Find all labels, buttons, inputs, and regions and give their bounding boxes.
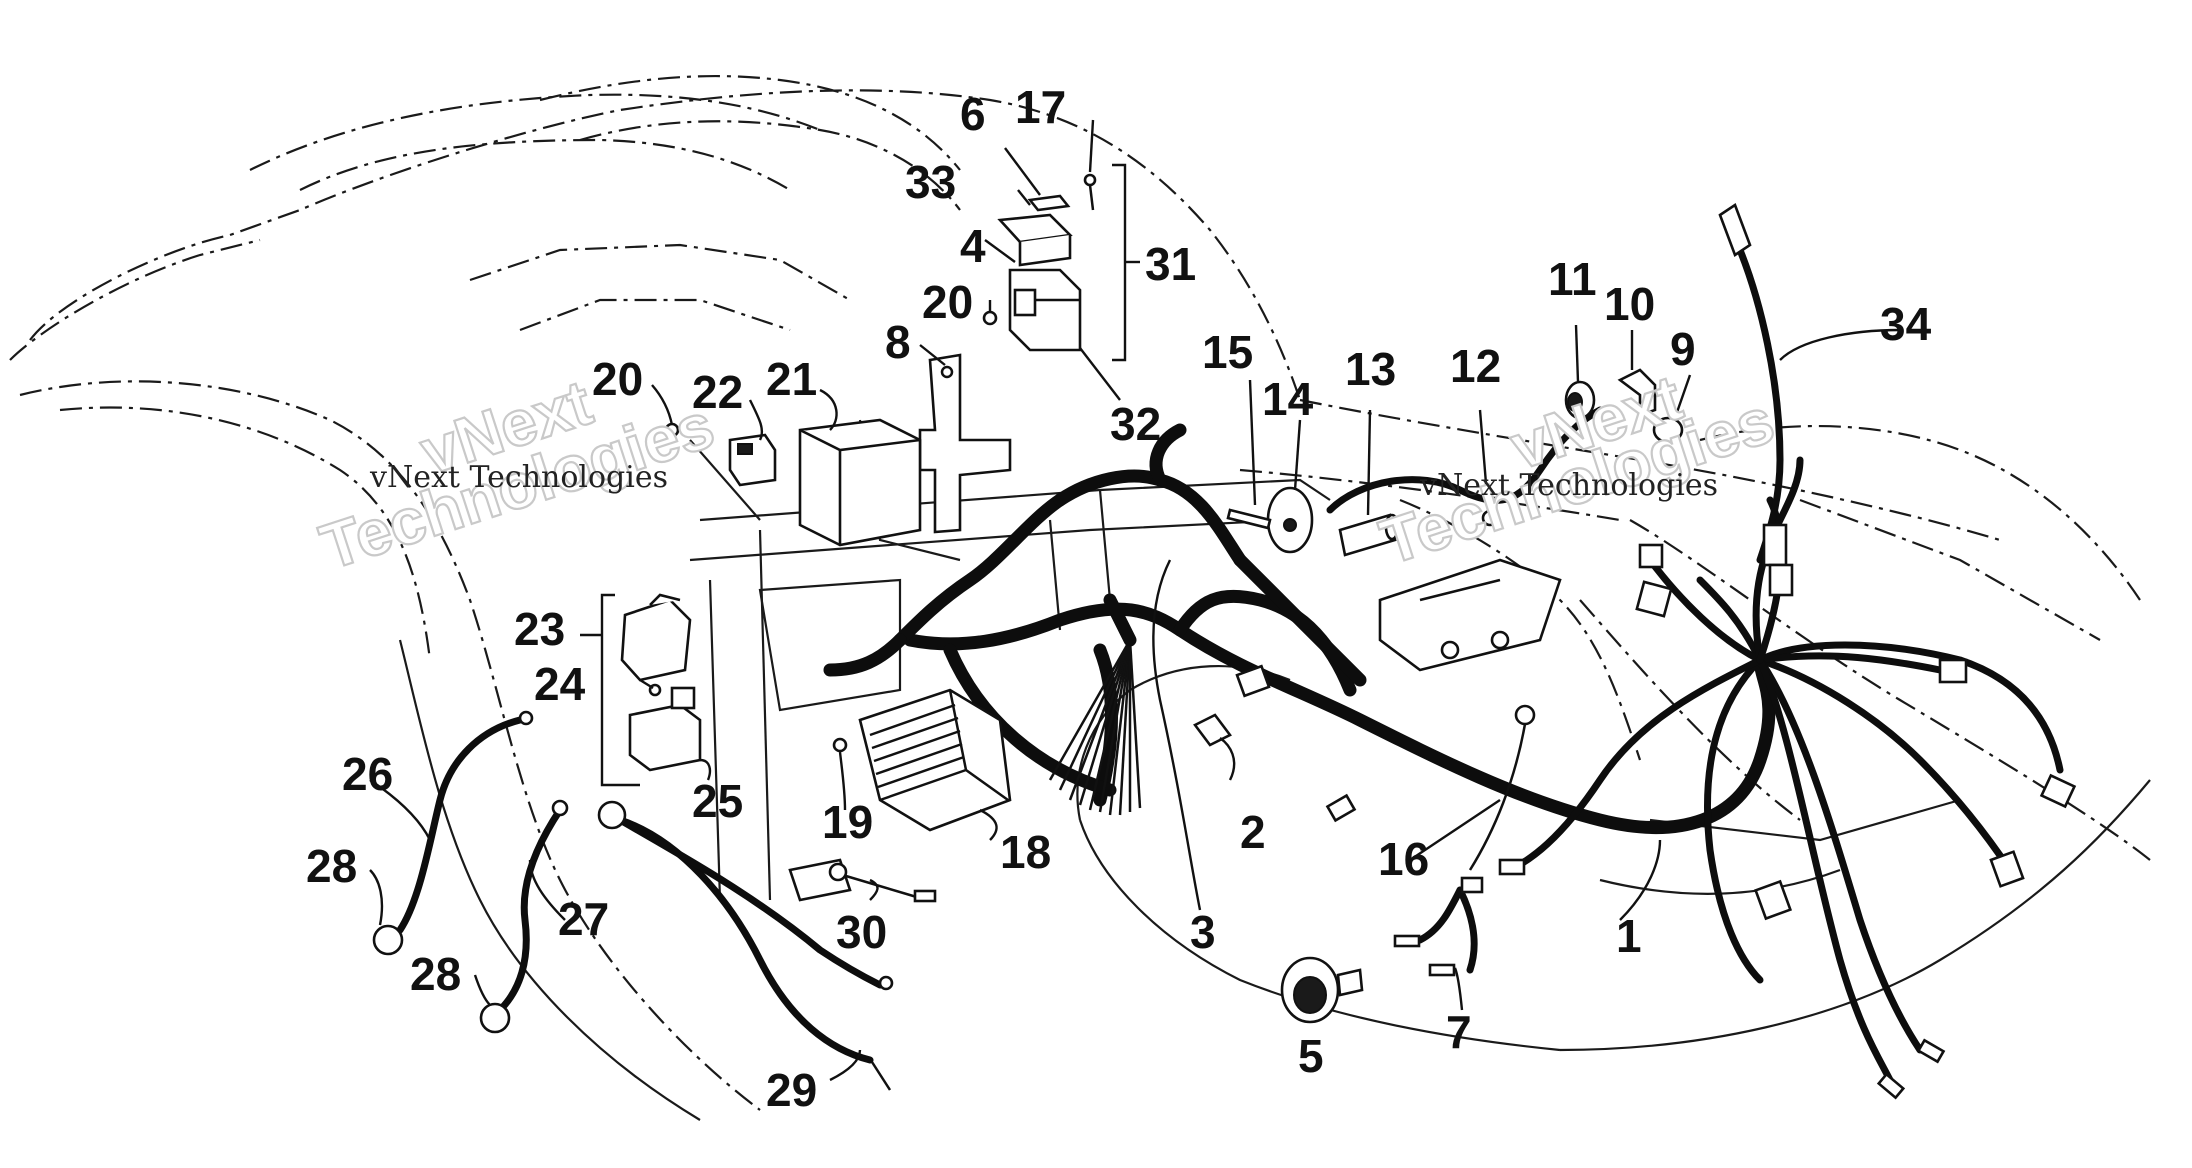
callout-28-upper: 28 [306,840,357,892]
callout-28-lower: 28 [410,948,461,1000]
callout-16: 16 [1378,833,1429,885]
callout-5: 5 [1298,1030,1324,1082]
grommet-11 [1564,380,1596,420]
callout-24: 24 [534,658,586,710]
callout-29: 29 [766,1064,817,1116]
voltage-regulator [858,688,1012,832]
callout-13: 13 [1345,343,1396,395]
ring-terminal-16 [1468,704,1536,871]
callout-12: 12 [1450,340,1501,392]
mounting-bracket [918,353,1012,534]
callout-3: 3 [1190,906,1216,958]
callout-26: 26 [342,748,393,800]
bracket-31-brace [1112,163,1140,362]
callout-34: 34 [1880,298,1932,350]
relay-22 [728,433,777,487]
tray-bracket [1378,558,1562,672]
watermark-small-text: vNext Technologies [1419,468,1718,503]
callout-23: 23 [514,603,565,655]
elbow-10 [1617,368,1657,417]
relay-assembly [1008,268,1082,352]
callout-21: 21 [766,353,817,405]
callout-2: 2 [1240,806,1266,858]
leader-lines [369,119,1901,1082]
callout-22: 22 [692,366,743,418]
callout-31: 31 [1145,238,1196,290]
watermark-small-text: vNext Technologies [369,460,668,495]
callout-27: 27 [558,893,609,945]
callout-18: 18 [1000,826,1051,878]
callout-33: 33 [905,156,956,208]
jumper-wire-7 [1393,876,1484,977]
screw-19 [832,737,848,753]
callout-6: 6 [960,88,986,140]
indicator-lamp-5 [1280,956,1364,1024]
ignition-switch-14 [1266,486,1314,554]
vehicle-body-outline [9,74,2151,1111]
relay-25 [628,686,702,772]
flasher-relay-23 [620,593,692,682]
bushing-13 [1338,513,1400,557]
callout-20-right: 20 [922,276,973,328]
callout-8: 8 [885,316,911,368]
battery-cable-29 [597,800,894,1091]
sender-30 [788,858,937,903]
sleeve-9 [1652,416,1684,444]
battery-cable-27 [479,799,569,1034]
callout-9: 9 [1670,323,1696,375]
harness-branch-bundle [823,423,1367,816]
screw-20-right [982,310,998,326]
bolt-15 [1226,508,1272,530]
fuse-block [997,213,1073,267]
battery-cable-26 [372,710,534,956]
pigtail-fan [1048,593,1142,816]
callout-11: 11 [1548,253,1597,305]
callout-20-left: 20 [592,353,643,405]
bracket-23-brace [580,593,640,787]
nut-12 [1481,509,1499,527]
callout-7: 7 [1446,1006,1472,1058]
callout-17: 17 [1015,81,1066,133]
callout-19: 19 [822,796,873,848]
callout-25: 25 [692,775,743,827]
watermark-right: vNext Technologies vNext Technologies [1371,360,1783,580]
callout-32: 32 [1110,398,1161,450]
control-module [798,418,922,547]
callout-10: 10 [1604,278,1655,330]
callout-15: 15 [1202,326,1253,378]
callout-labels: 1 2 3 4 5 6 7 8 9 10 11 12 13 14 15 16 1… [306,81,1932,1116]
small-label-plate [1027,194,1071,212]
callout-4: 4 [960,220,986,272]
harness-connectors [1235,543,2077,1100]
lead-34 [1718,203,1788,567]
callout-14: 14 [1262,373,1314,425]
main-wiring-harness [903,456,2064,1084]
cable-harness-top [1326,406,1604,514]
screw-17 [1083,173,1097,211]
callout-1: 1 [1616,910,1642,962]
callout-30: 30 [836,906,887,958]
